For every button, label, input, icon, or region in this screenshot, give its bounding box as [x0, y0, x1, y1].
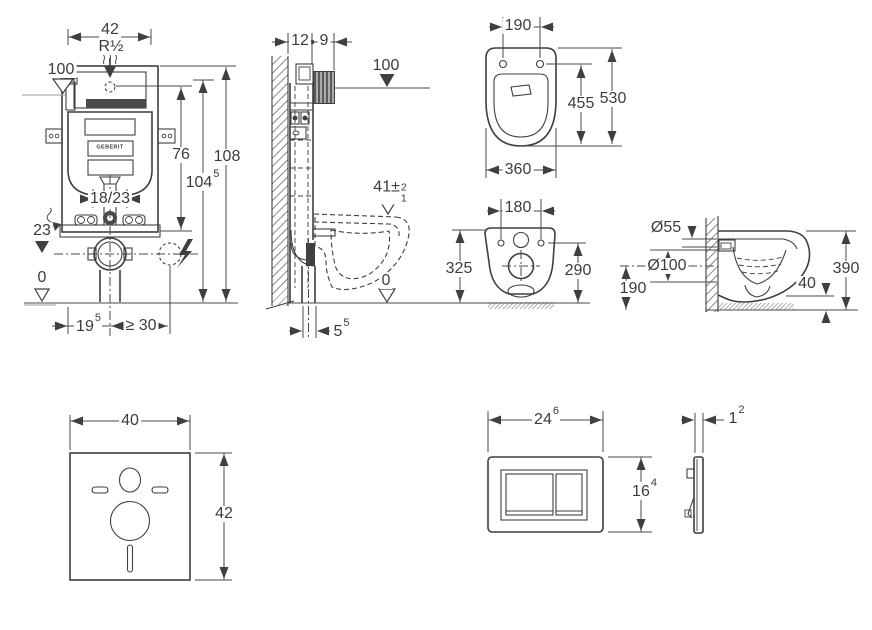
- dim-plate-width-base: 24: [534, 411, 552, 429]
- dim-bowl-width: 360: [502, 161, 534, 178]
- dim-mat-height: 42: [213, 505, 235, 522]
- dim-frame-width: 42: [99, 21, 121, 38]
- dim-socket-distance: ≥ 30: [123, 317, 159, 334]
- dim-hole-spacing-top: 190: [502, 17, 534, 34]
- dim-flush-diameter: Ø55: [648, 219, 684, 236]
- dim-outlet-clearance-sup: 5: [343, 316, 350, 329]
- insulation-mat-view: [69, 415, 232, 581]
- dim-plate-thickness-sup: 2: [738, 403, 745, 416]
- level-marker-23: [35, 241, 49, 253]
- flush-button-small: [555, 473, 583, 516]
- dim-box-depth: 9: [317, 32, 331, 49]
- dim-seat-depth: 455: [565, 95, 597, 112]
- flush-plate-side-view: [681, 413, 724, 534]
- dim-plate-width-sup: 6: [552, 404, 559, 417]
- dim-rim-height-base: 41±: [373, 178, 400, 196]
- dim-outlet-clearance-base: 5: [333, 323, 343, 341]
- dim-lines-mat: [69, 415, 232, 581]
- dim-center-distance-sup: 5: [94, 311, 101, 324]
- water-line-dashes: [736, 256, 784, 275]
- flex-hose-icon: [46, 207, 61, 231]
- geberit-logo-text: GEBERIT: [96, 144, 124, 151]
- wall-hatch-wc-side: [706, 218, 718, 312]
- frame-side-view: [265, 33, 456, 340]
- dim-plate-front-height-sup: 4: [650, 476, 657, 489]
- dim-lines-plate-side: [681, 413, 724, 453]
- level-supply-front: 100: [45, 61, 77, 78]
- dim-frame-depth: 12: [289, 32, 311, 49]
- dim-valve-height: 76: [170, 146, 192, 163]
- flush-button-large: [505, 473, 554, 516]
- dim-lines-frame-side: [272, 33, 352, 338]
- dim-plate-height: 1045: [183, 168, 221, 192]
- dim-plate-width: 246: [532, 405, 560, 429]
- flush-plate-front-view: [487, 411, 652, 533]
- wc-outline-dashed: [313, 213, 410, 291]
- dim-rim-tol-plus: 2: [400, 181, 407, 194]
- dim-plate-front-height: 164: [630, 477, 658, 501]
- dim-bottom-clearance: 40: [796, 275, 818, 292]
- lightning-bolt-icon: [177, 239, 193, 268]
- wall-hatch-side-view: [272, 56, 288, 306]
- dim-bowl-depth-side: 390: [830, 260, 862, 277]
- geberit-logo-plate: [87, 140, 134, 157]
- water-thread-label: R½: [96, 38, 126, 55]
- dim-outlet-clearance: 55: [331, 317, 351, 341]
- dim-plate-thickness: 12: [726, 404, 746, 428]
- dim-plate-height-sup: 5: [213, 167, 220, 180]
- dim-bowl-height-holes: 290: [562, 262, 594, 279]
- dim-total-height: 108: [211, 148, 243, 165]
- level-marker-100-front: [51, 78, 75, 95]
- floor-texture-wc-rear: [488, 302, 554, 309]
- level-floor-front: 0: [35, 269, 49, 286]
- level-supply-side: 100: [370, 57, 402, 74]
- dim-mat-width: 40: [119, 412, 141, 429]
- dim-bowl-height-total: 325: [443, 260, 475, 277]
- dim-plate-front-height-base: 16: [632, 483, 650, 501]
- water-connection-point: [104, 81, 116, 93]
- level-marker-100-side: [379, 73, 395, 87]
- dim-outlet-diameter: Ø100: [645, 257, 689, 274]
- floor-texture-wc-side: [718, 303, 794, 310]
- dim-total-depth: 530: [597, 90, 629, 107]
- level-marker-0-front: [33, 288, 51, 303]
- dim-plate-height-base: 104: [185, 174, 213, 192]
- level-outlet-23: 23: [31, 222, 53, 239]
- dim-hole-spacing-rear: 180: [502, 199, 534, 216]
- dim-center-distance-base: 19: [76, 318, 94, 336]
- dim-center-distance: 195: [74, 312, 102, 336]
- water-supply-icon: [102, 46, 118, 78]
- dim-lines-wc-side: [621, 226, 856, 323]
- dim-outlet-height: 190: [617, 280, 649, 297]
- dim-offset-18-23: 18/23: [87, 190, 133, 207]
- dim-rim-tol-minus: 1: [400, 192, 407, 205]
- dim-lines-plate-front: [487, 411, 652, 533]
- level-floor-side: 0: [379, 272, 393, 289]
- level-marker-0-side: [377, 288, 397, 304]
- dim-plate-thickness-base: 1: [728, 410, 738, 428]
